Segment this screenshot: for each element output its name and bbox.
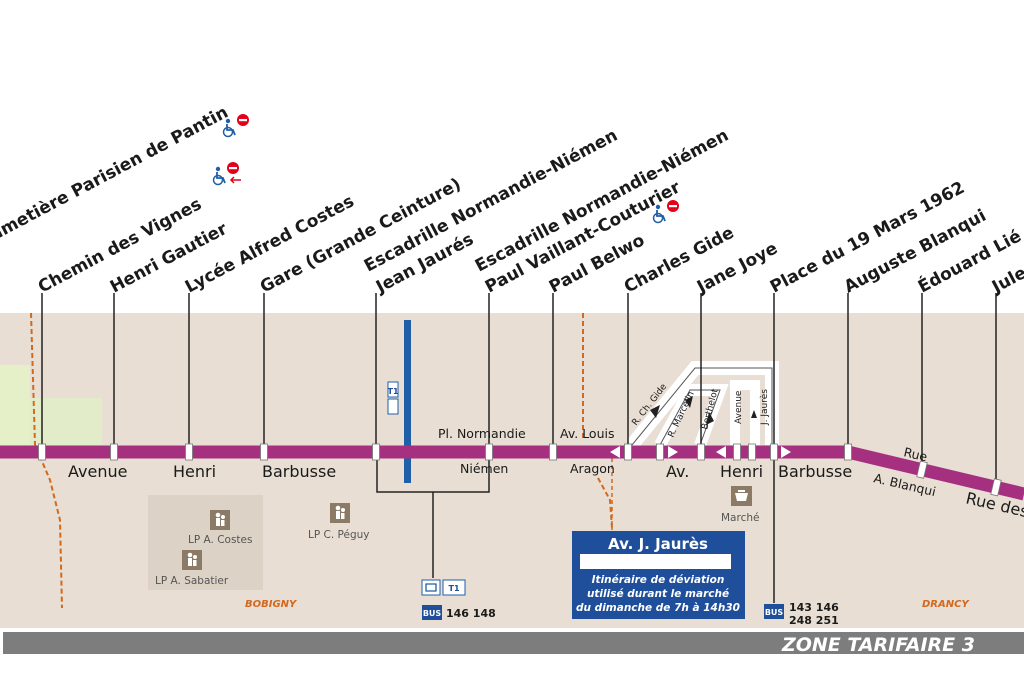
tram-line-t1 xyxy=(404,320,411,483)
stop-marker[interactable] xyxy=(697,443,705,461)
road-label: Henri xyxy=(720,462,763,481)
stop-marker[interactable] xyxy=(916,460,928,479)
stop-label: Cimetière Parisien de Pantin xyxy=(0,102,232,248)
notice-text: du dimanche de 7h à 14h30 xyxy=(576,602,740,614)
poi-label: Marché xyxy=(721,512,759,524)
road-label: Barbusse xyxy=(262,462,336,481)
stop-marker[interactable] xyxy=(260,443,268,461)
line-direction-arrow xyxy=(668,446,678,458)
commune-boundary-mid-lower xyxy=(597,477,613,529)
poi-label: LP A. Costes xyxy=(188,534,252,546)
stop-marker[interactable] xyxy=(844,443,852,461)
road-label: Aragon xyxy=(570,461,615,476)
road-label: Henri xyxy=(173,462,216,481)
stop-marker[interactable] xyxy=(549,443,557,461)
town-label: DRANCY xyxy=(922,599,970,610)
commune-boundary-left xyxy=(30,312,63,609)
deviation-notice: Av. J. Jaurès Itinéraire de déviation ut… xyxy=(572,531,745,619)
town-label: BOBIGNY xyxy=(245,599,298,610)
bus-tag: BUS xyxy=(765,608,784,617)
zone-bar xyxy=(3,632,1024,654)
notice-text: utilisé durant le marché xyxy=(587,588,729,600)
stop-marker[interactable] xyxy=(372,443,380,461)
wheelchair-no-access-icon xyxy=(652,200,679,224)
bus-lines: 143 146 xyxy=(789,601,839,614)
line-direction-arrow xyxy=(781,446,791,458)
bus-tag: BUS xyxy=(423,609,442,618)
bus-connection: BUS 146 148 xyxy=(422,605,496,620)
school-icon xyxy=(210,510,230,530)
wheelchair-no-access-icon xyxy=(212,162,241,186)
stop-marker[interactable] xyxy=(185,443,193,461)
notice-text: Itinéraire de déviation xyxy=(592,574,725,586)
stop-label: Jule xyxy=(988,263,1024,298)
road-label: Avenue xyxy=(68,462,127,481)
wheelchair-no-access-icon xyxy=(222,114,249,138)
line-direction-arrow xyxy=(716,446,726,458)
direction-arrow xyxy=(650,405,660,418)
stop-labels: Cimetière Parisien de Pantin Chemin des … xyxy=(0,102,1024,297)
tram-connection: T1 xyxy=(421,579,466,596)
stop-marker[interactable] xyxy=(770,443,778,461)
green-area xyxy=(0,365,30,445)
stop-marker[interactable] xyxy=(748,443,756,461)
market-icon xyxy=(731,486,752,506)
green-area-dotted xyxy=(30,398,102,445)
stop-markers xyxy=(38,443,1002,497)
stop-marker[interactable] xyxy=(733,443,741,461)
direction-arrow xyxy=(685,396,693,408)
school-icon xyxy=(182,550,202,570)
stop-marker[interactable] xyxy=(624,443,632,461)
stop-ticks xyxy=(41,293,997,488)
road-label: Av. Louis xyxy=(560,426,615,441)
poi-label: LP C. Péguy xyxy=(308,529,369,541)
road-label: Avenue xyxy=(734,390,744,424)
stop-marker[interactable] xyxy=(110,443,118,461)
road-label: Barbusse xyxy=(778,462,852,481)
tram-line-tag: T1 xyxy=(448,584,459,593)
direction-arrow xyxy=(706,412,714,425)
road-label: Pl. Normandie xyxy=(438,426,526,441)
road-label: Av. xyxy=(666,462,689,481)
bus-lines: 146 148 xyxy=(446,607,496,620)
road-label: Rue xyxy=(902,444,929,464)
bus-connection: BUS 143 146 248 251 xyxy=(764,601,839,627)
line-direction-arrow xyxy=(610,446,620,458)
direction-arrow xyxy=(751,410,757,418)
stop-marker[interactable] xyxy=(485,443,493,461)
tram-stop-icon: T1 xyxy=(387,381,399,415)
tram-label: T1 xyxy=(387,387,398,396)
school-area xyxy=(148,495,263,590)
stop-marker[interactable] xyxy=(38,443,46,461)
road-label: J. Jaurès xyxy=(759,389,770,426)
bus-lines: 248 251 xyxy=(789,614,839,627)
stop-marker[interactable] xyxy=(990,478,1002,497)
poi-label: LP A. Sabatier xyxy=(155,575,229,587)
notice-title: Av. J. Jaurès xyxy=(608,535,708,553)
deviation-loop xyxy=(626,361,779,450)
school-icon xyxy=(330,503,350,523)
stop-marker[interactable] xyxy=(656,443,664,461)
road-label: Niémen xyxy=(460,461,508,476)
zone-label: ZONE TARIFAIRE 3 xyxy=(781,634,975,656)
